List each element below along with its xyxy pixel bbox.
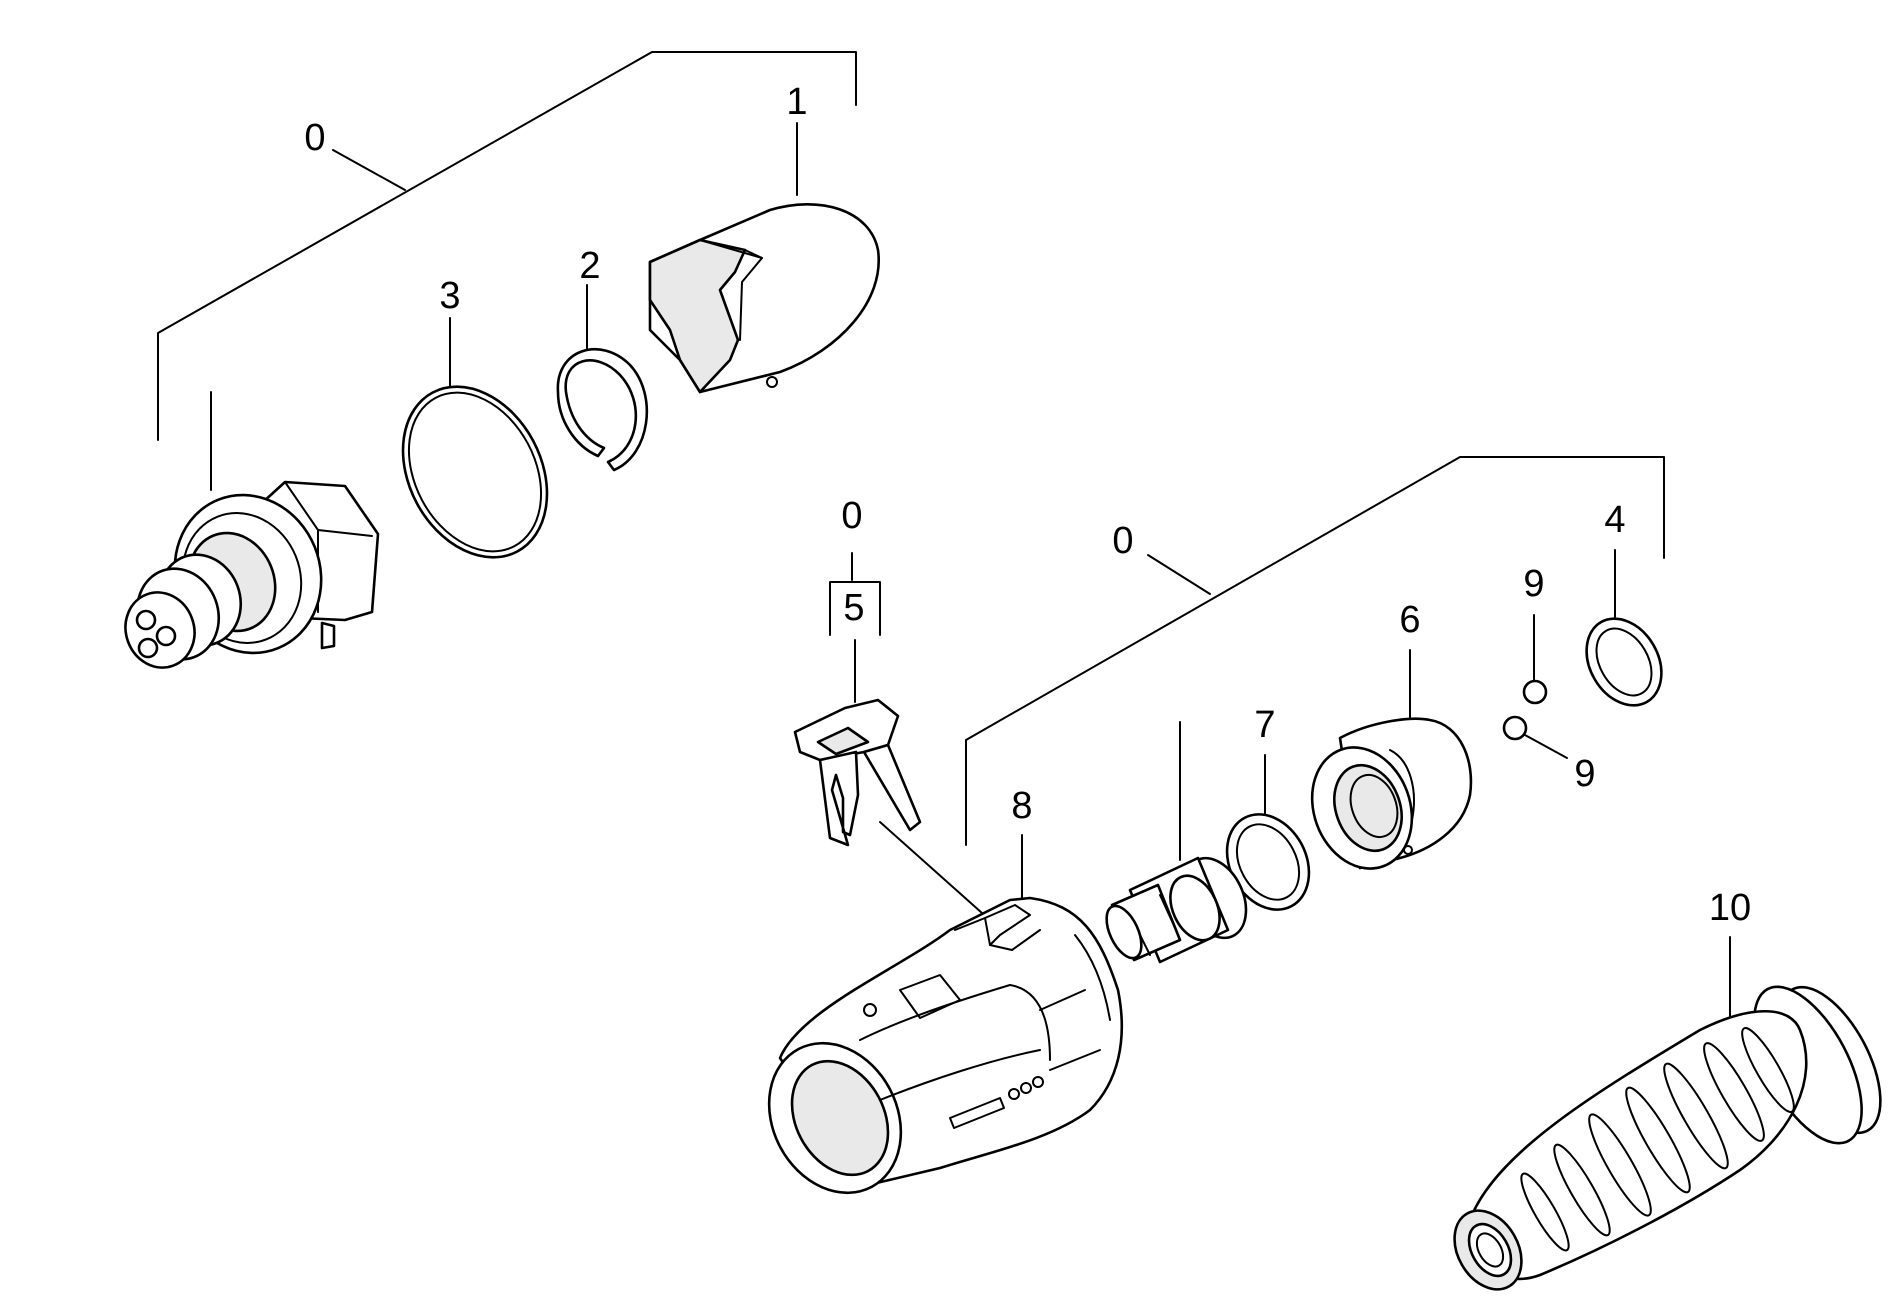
label-part-8: 8 [1011, 785, 1032, 827]
label-part-2: 2 [579, 245, 600, 287]
label-group-top: 0 [304, 117, 325, 159]
sleeve-part [1310, 717, 1473, 870]
cap-part [648, 203, 881, 394]
nozzle-adapter-part [124, 391, 380, 669]
o-ring-large-part [401, 385, 549, 559]
label-part-10: 10 [1709, 887, 1751, 929]
snap-ring-part [556, 348, 649, 472]
group-bracket-clip [829, 552, 881, 636]
label-part-3: 3 [439, 275, 460, 317]
label-part-9-top: 9 [1523, 563, 1544, 605]
rubber-boot-part [1453, 985, 1882, 1291]
group-bracket-top [157, 51, 857, 441]
label-group-clip: 0 [841, 495, 862, 537]
label-part-6: 6 [1399, 599, 1420, 641]
label-part-1: 1 [786, 81, 807, 123]
valve-insert-part [1105, 856, 1248, 964]
label-group-mid: 0 [1112, 520, 1133, 562]
housing-part [767, 896, 1124, 1195]
ball-part-bottom [1502, 715, 1528, 741]
leader-9-bottom [1524, 734, 1568, 759]
locking-clip-part [793, 698, 1011, 939]
group-bracket-mid [965, 456, 1665, 846]
flat-ring-part [1585, 617, 1663, 707]
label-part-4: 4 [1604, 499, 1625, 541]
ball-part-top [1522, 679, 1548, 705]
label-part-7: 7 [1254, 704, 1275, 746]
label-part-5: 5 [843, 587, 864, 629]
label-part-9-bottom: 9 [1574, 753, 1595, 795]
